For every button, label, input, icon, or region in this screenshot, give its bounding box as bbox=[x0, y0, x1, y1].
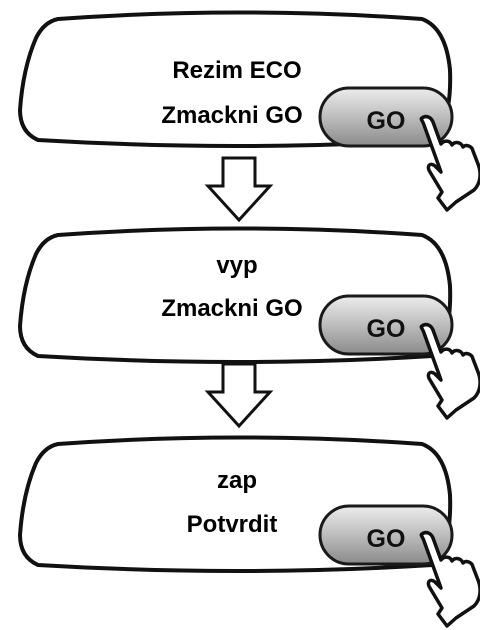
step-panel-3: zap Potvrdit GO bbox=[18, 435, 480, 628]
pointing-hand-icon bbox=[419, 322, 480, 420]
step-3-instruction-text: Potvrdit bbox=[187, 511, 278, 538]
step-3-mode-text: zap bbox=[217, 467, 257, 494]
step-2-mode-text: vyp bbox=[216, 252, 257, 279]
step-1-instruction-text: Zmackni GO bbox=[161, 102, 302, 129]
go-button-3-body[interactable] bbox=[318, 504, 454, 566]
step-panel-1: Rezim ECO Zmackni GO GO bbox=[18, 10, 480, 212]
go-button-3-label: GO bbox=[367, 525, 406, 553]
down-arrow-1 bbox=[204, 156, 274, 223]
go-button-2[interactable]: GO bbox=[318, 294, 454, 356]
step-1-mode-text: Rezim ECO bbox=[172, 57, 301, 84]
go-button-1[interactable]: GO bbox=[318, 86, 454, 148]
go-button-1-label: GO bbox=[367, 107, 406, 135]
go-button-2-label: GO bbox=[367, 315, 406, 343]
step-panel-2: vyp Zmackni GO GO bbox=[18, 226, 480, 420]
go-button-1-body[interactable] bbox=[318, 86, 454, 148]
pointing-hand-icon bbox=[419, 114, 480, 212]
go-button-2-body[interactable] bbox=[318, 294, 454, 356]
step-2-instruction-text: Zmackni GO bbox=[161, 295, 302, 322]
go-button-3[interactable]: GO bbox=[318, 504, 454, 566]
down-arrow-2 bbox=[204, 362, 274, 429]
